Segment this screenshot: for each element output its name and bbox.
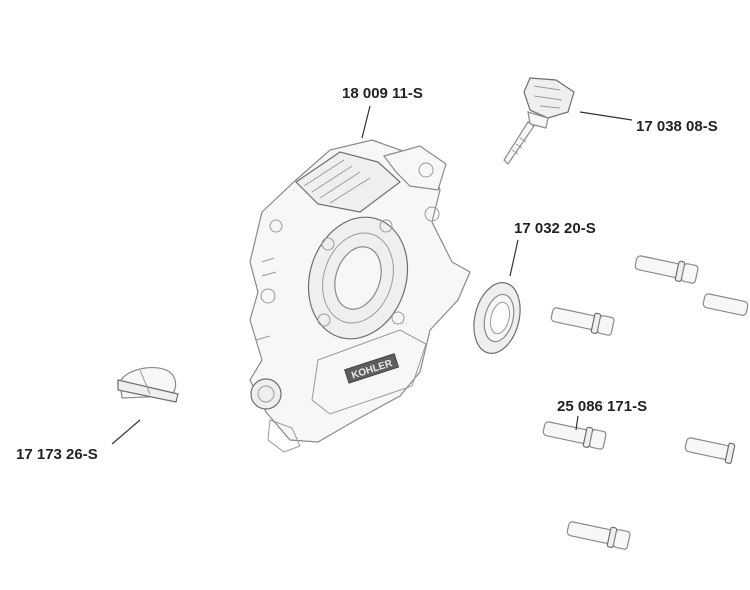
leader-crankcase-cover xyxy=(361,105,371,139)
label-bolt: 25 086 171-S xyxy=(557,398,647,415)
bolt-2 xyxy=(702,293,749,316)
bolt-3 xyxy=(550,307,615,336)
oil-seal xyxy=(473,282,521,354)
label-oil-seal: 17 032 20-S xyxy=(514,220,596,237)
bolt-6 xyxy=(566,521,631,550)
label-drain-plug: 17 173 26-S xyxy=(16,446,98,463)
leader-drain-plug xyxy=(111,419,141,445)
bolt-1 xyxy=(634,255,699,284)
label-crankcase-cover: 18 009 11-S xyxy=(342,85,423,102)
label-dipstick: 17 038 08-S xyxy=(636,118,718,135)
dipstick xyxy=(503,77,575,165)
bolt-4 xyxy=(542,421,607,450)
leader-dipstick xyxy=(579,111,633,121)
leader-oil-seal xyxy=(509,239,519,277)
crankcase-cover: KOHLER xyxy=(249,139,471,453)
drain-plug xyxy=(117,367,179,403)
bolt-5 xyxy=(684,437,736,464)
leader-bolt xyxy=(575,415,579,431)
